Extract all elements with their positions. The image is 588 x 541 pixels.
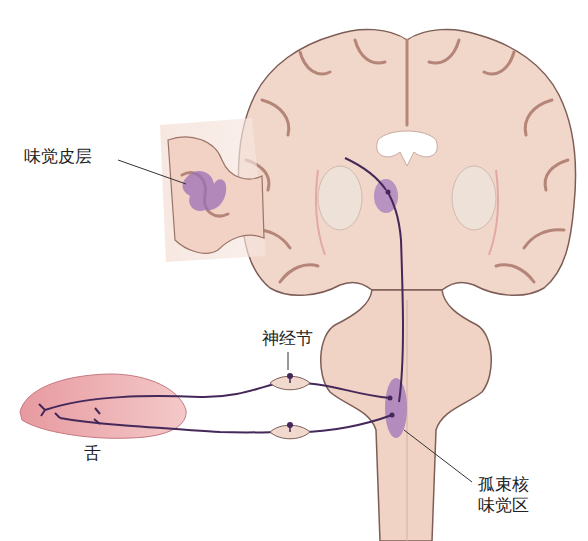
sulci (246, 40, 568, 282)
cortex-fold (168, 137, 264, 253)
tongue-label: 舌 (84, 443, 101, 464)
leader-lines (118, 160, 472, 482)
brain-section (239, 29, 576, 295)
cortex-label: 味觉皮层 (24, 146, 92, 167)
ganglion-label: 神经节 (262, 328, 313, 349)
brainstem-groove (407, 300, 408, 541)
cortex-inset (160, 118, 266, 262)
solitary-nucleus (385, 378, 407, 438)
internal-capsule (316, 170, 498, 255)
ventricles (377, 131, 438, 166)
basal-ganglia (452, 166, 496, 230)
nucleus-label: 孤束核 味觉区 (478, 474, 551, 517)
nerve-fibers (39, 158, 403, 432)
basal-ganglia (318, 166, 362, 230)
ganglion (270, 373, 310, 390)
brainstem (321, 290, 492, 541)
gustatory-cortex-area (183, 171, 227, 211)
ganglion (270, 422, 310, 439)
